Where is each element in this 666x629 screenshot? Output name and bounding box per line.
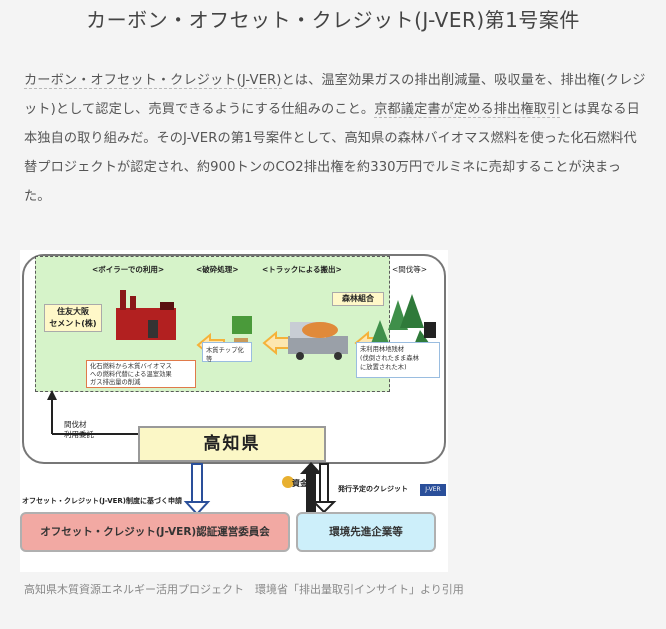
factory-icon xyxy=(116,290,176,340)
wood-chip-box: 木質チップ化等 xyxy=(202,342,252,363)
advanced-company-box: 環境先進企業等 xyxy=(296,512,436,552)
paragraph-text-2: とは異なる日本独自の取り組みだ。そのJ-VERの第1号案件として、高知県の森林バ… xyxy=(24,102,640,204)
coin-icon xyxy=(282,476,294,488)
credit-arrow-icon xyxy=(311,463,337,514)
kochi-prefecture-box: 高知県 xyxy=(138,426,326,462)
stage-truck-label: <トラックによる搬出> xyxy=(262,265,342,274)
arrow-up-icon xyxy=(47,390,57,400)
thinning-commission-label: 間伐材 利用委託 xyxy=(64,420,94,440)
stage-crush-label: <破砕処理> xyxy=(196,265,239,274)
stage-thinning-label: <間伐等> xyxy=(392,265,428,274)
page-title: カーボン・オフセット・クレジット(J-VER)第1号案件 xyxy=(86,8,580,32)
sumitomo-cement-box: 住友大阪 セメント(株) xyxy=(44,304,102,332)
reduction-line3: ガス排出量の削減 xyxy=(90,379,141,386)
unused-line2: (伐倒されたまま森林 xyxy=(360,355,419,362)
sumitomo-line1: 住友大阪 xyxy=(57,307,89,316)
jver-term-link[interactable]: カーボン・オフセット・クレジット(J-VER) xyxy=(24,73,282,89)
funds-arrow-icon xyxy=(300,462,322,512)
kyoto-trading-link[interactable]: 京都議定書が定める排出権取引 xyxy=(374,102,561,118)
article-paragraph: カーボン・オフセット・クレジット(J-VER)とは、温室効果ガスの排出削減量、吸… xyxy=(24,66,646,211)
unused-line3: に放置された木) xyxy=(360,364,407,371)
reduction-line1: 化石燃料から木質バイオマス xyxy=(90,363,172,370)
reduction-line2: への燃料代替による温室効果 xyxy=(90,371,172,378)
jver-committee-box: オフセット・クレジット(J-VER)認証運営委員会 xyxy=(20,512,290,552)
truck-icon xyxy=(288,322,348,360)
application-arrow-icon xyxy=(183,463,211,516)
funds-label: 資金 xyxy=(292,479,308,488)
sumitomo-line2: セメント(株) xyxy=(49,319,97,328)
image-caption: 高知県木質資源エネルギー活用プロジェクト 環境省「排出量取引インサイト」より引用 xyxy=(24,583,464,596)
unused-timber-box: 未利用林地残材 (伐倒されたまま森林 に放置された木) xyxy=(356,342,440,378)
unused-line1: 未利用林地残材 xyxy=(360,346,405,353)
forest-icon xyxy=(370,294,436,350)
thinning-line2: 利用委託 xyxy=(64,430,94,439)
application-label: オフセット・クレジット(J-VER)制度に基づく申請 xyxy=(22,497,182,505)
paragraph-text-1: とは、温室効果ガスの排出削減量、吸収量を、排出権(クレジット)として認定し、売買… xyxy=(24,73,646,117)
emission-reduction-box: 化石燃料から木質バイオマス への燃料代替による温室効果 ガス排出量の削減 xyxy=(86,360,196,388)
stage-boiler-label: <ボイラーでの利用> xyxy=(92,265,165,274)
jver-badge: J-VER xyxy=(420,484,446,496)
jver-diagram: <ボイラーでの利用> <破砕処理> <トラックによる搬出> <間伐等> 住友大阪… xyxy=(20,250,448,572)
forest-union-label: 森林組合 xyxy=(332,292,384,306)
thinning-line1: 間伐材 xyxy=(64,420,87,429)
planned-credit-label: 発行予定のクレジット xyxy=(338,485,408,493)
